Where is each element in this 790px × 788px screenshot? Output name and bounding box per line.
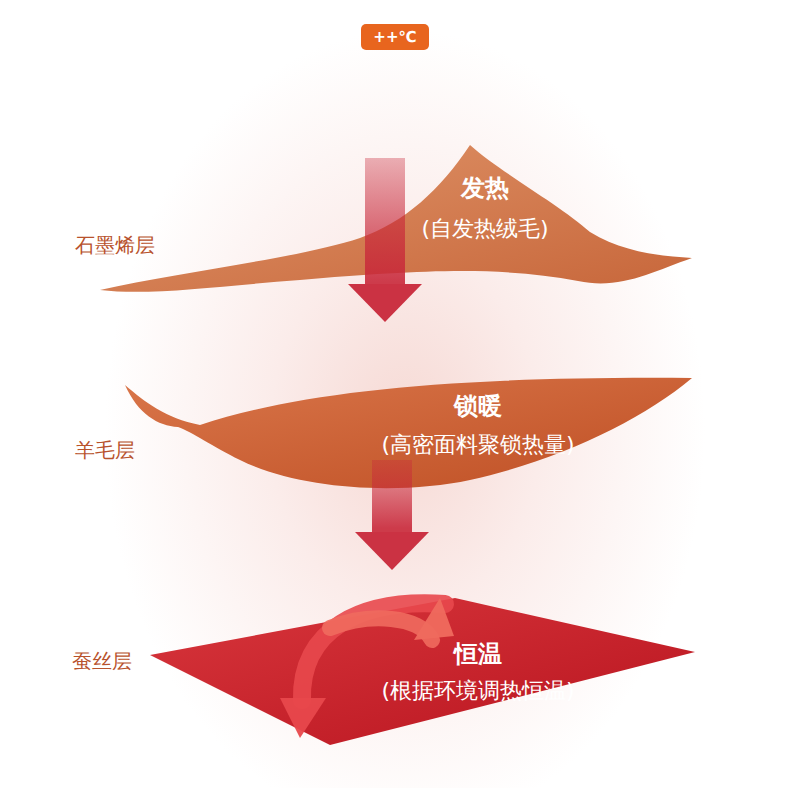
layer-shape — [66, 322, 696, 528]
badge-text: ++℃ — [361, 24, 428, 50]
layer-shape — [66, 140, 696, 282]
layer-description: (根据环境调热恒温) — [381, 676, 574, 706]
layer-function: 恒温 — [454, 638, 502, 670]
fabric-layer: 蚕丝层 恒温 (根据环境调热恒温) — [66, 570, 696, 750]
layer-function: 锁暖 — [454, 390, 502, 422]
layer-name: 石墨烯层 — [75, 232, 155, 259]
heat-flow-arrow — [355, 528, 429, 570]
layer-function: 发热 — [461, 172, 509, 204]
fabric-layer: 羊毛层 锁暖 (高密面料聚锁热量) — [66, 322, 696, 528]
layer-description: (自发热绒毛) — [421, 214, 548, 244]
layer-name: 羊毛层 — [75, 437, 135, 464]
heat-flow-arrow — [348, 282, 422, 322]
fabric-layer: 石墨烯层 发热 (自发热绒毛) — [66, 140, 696, 282]
temperature-badge: ++℃ — [361, 24, 428, 50]
layer-description: (高密面料聚锁热量) — [381, 430, 574, 460]
layer-shape — [66, 570, 696, 750]
layer-name: 蚕丝层 — [72, 648, 132, 675]
